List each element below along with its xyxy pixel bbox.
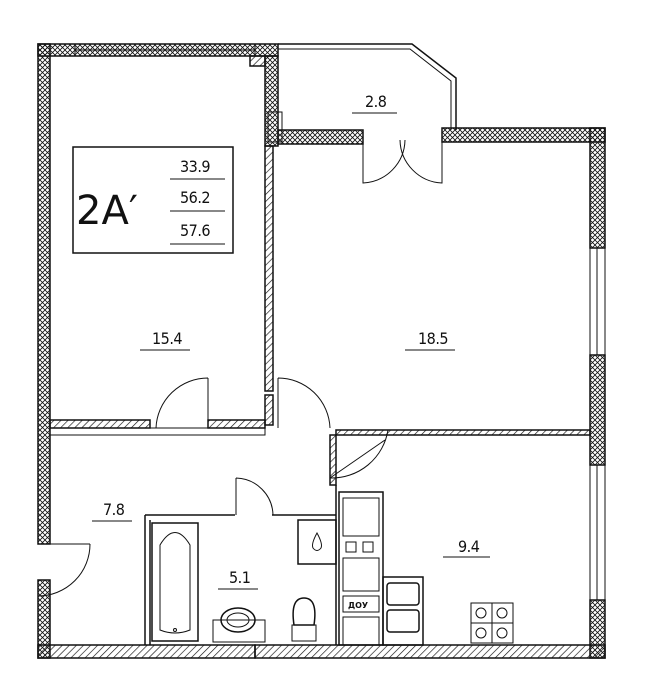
kitchen-fixtures: ДОУ [338,491,514,646]
kitchen-area: 9.4 [458,537,480,556]
balcony [267,43,457,184]
balcony-area: 2.8 [365,92,387,111]
total-area-balcony: 57.6 [180,221,210,240]
bathroom-area: 5.1 [229,568,250,587]
drop-icon [312,531,322,551]
room-left-area: 15.4 [152,329,182,348]
water-heater-icon [297,519,337,565]
apartment-info-box: 2A′ 33.9 56.2 57.6 [72,146,234,254]
windows [74,43,606,601]
stove-icon [470,602,514,644]
bathroom-fixtures [151,519,337,643]
total-area: 56.2 [180,188,210,207]
bathtub-icon [151,522,199,642]
sink-icon [212,619,266,643]
bathtub-inner [159,532,191,634]
room-right-area: 18.5 [418,329,448,348]
appliance-label: ДОУ [348,601,368,610]
living-area: 33.9 [180,157,210,176]
room-labels: 15.4 18.5 2.8 7.8 5.1 9.4 [92,92,490,590]
partitions [144,485,337,645]
hallway-area: 7.8 [103,500,125,519]
walls [37,43,606,659]
toilet-icon [291,624,317,642]
kitchen-sink-icon [382,576,424,646]
doors [37,377,389,597]
apartment-type: 2A′ [76,188,138,234]
